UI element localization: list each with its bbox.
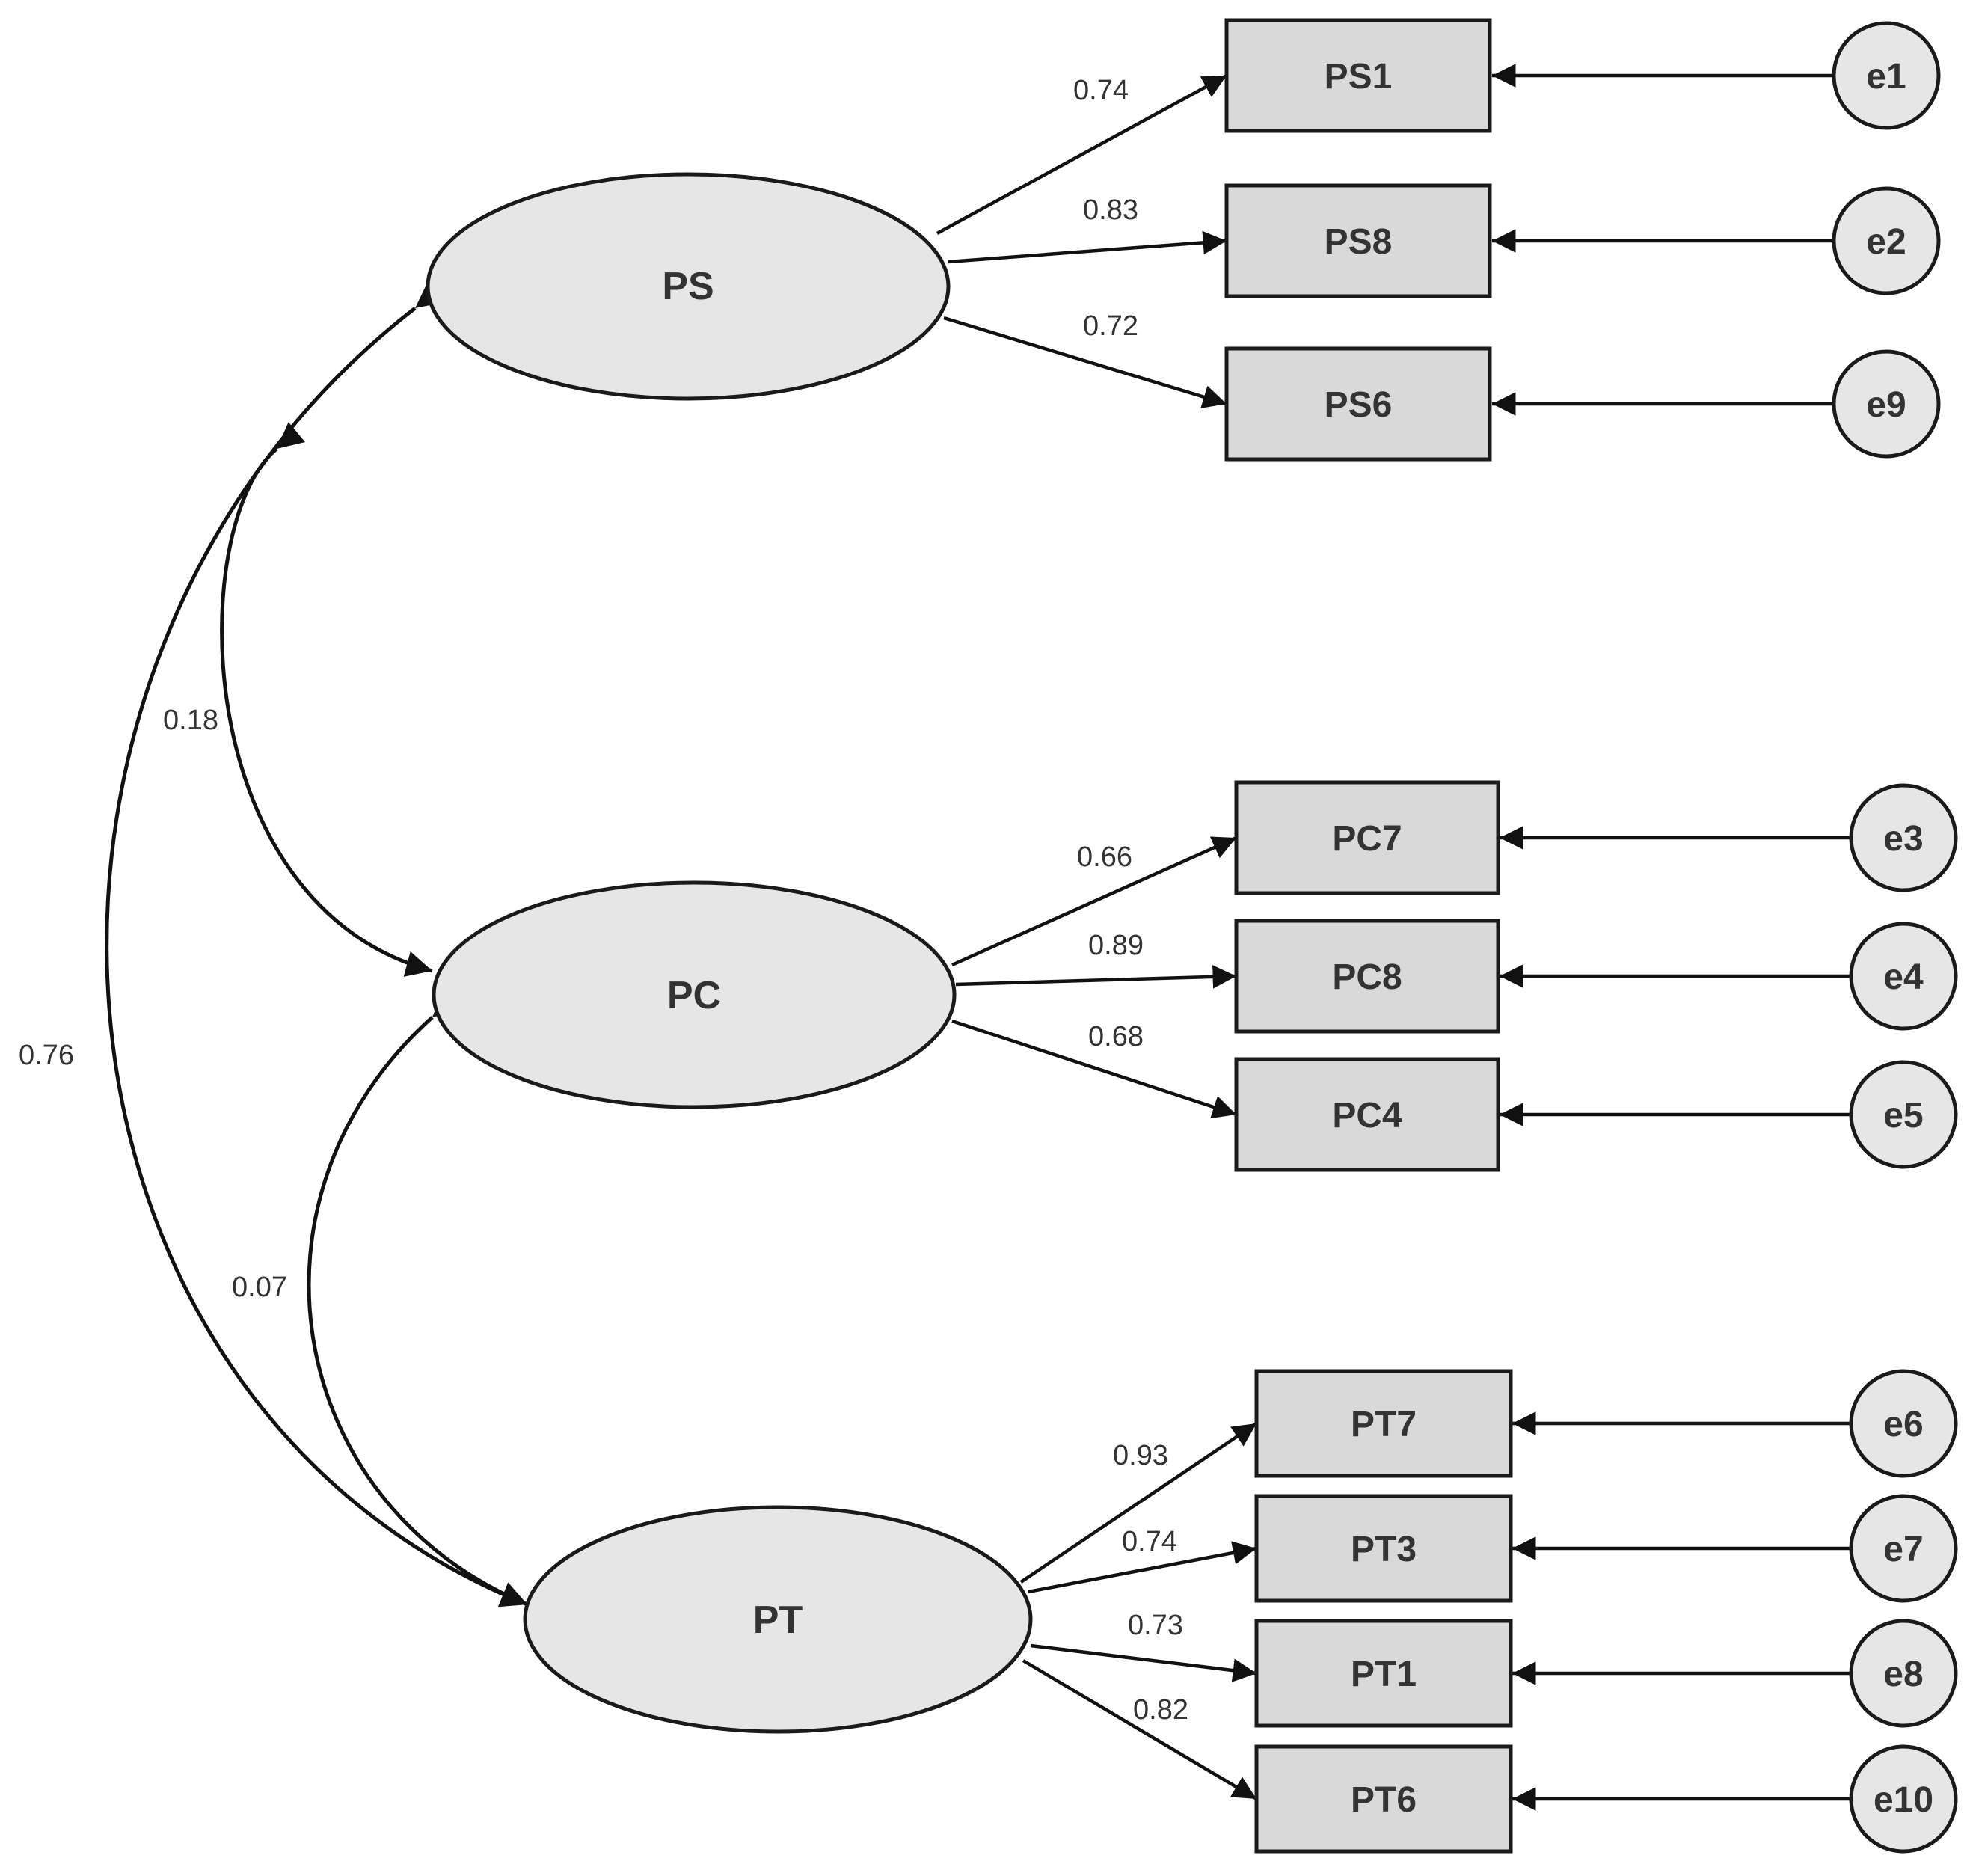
- loading-path-pc7: [951, 836, 1237, 967]
- loading-label-ps1: 0.74: [1073, 75, 1129, 106]
- covariance-pc-pt: [307, 990, 528, 1607]
- indicator-pt6: PT6: [1254, 1744, 1513, 1854]
- error-e7-shape: [1849, 1494, 1958, 1603]
- loading-label-pc8: 0.89: [1088, 930, 1144, 961]
- indicator-ps1-label: PS1: [1325, 57, 1393, 96]
- indicator-pc8-box: [1234, 919, 1500, 1034]
- indicator-pc4-box: [1234, 1057, 1500, 1172]
- loading-label-pt6: 0.82: [1133, 1694, 1188, 1726]
- error-e8-label: e8: [1883, 1655, 1923, 1694]
- indicator-pt6-box: [1254, 1744, 1513, 1854]
- indicator-pt7-label: PT7: [1351, 1405, 1417, 1444]
- error-e7-label: e7: [1883, 1530, 1923, 1569]
- loading-label-pc4: 0.68: [1088, 1021, 1144, 1052]
- indicator-ps6: PS6: [1224, 346, 1492, 462]
- indicator-ps8: PS8: [1224, 183, 1492, 298]
- loading-label-pt7: 0.93: [1113, 1440, 1168, 1471]
- error-e8: e8: [1849, 1619, 1958, 1728]
- indicator-pt7-box: [1254, 1369, 1513, 1478]
- error-e3-label: e3: [1883, 819, 1923, 859]
- indicator-pt1-box: [1254, 1619, 1513, 1728]
- indicator-pc8-label: PC8: [1332, 957, 1402, 997]
- error-e5-shape: [1849, 1060, 1958, 1169]
- indicator-pc7-box: [1234, 780, 1500, 895]
- loading-label-ps6: 0.72: [1083, 310, 1138, 342]
- indicator-pc4-label: PC4: [1332, 1096, 1402, 1135]
- loading-path-pt3: [1028, 1541, 1257, 1594]
- error-e5: e5: [1849, 1060, 1958, 1169]
- indicator-pc7: PC7: [1234, 780, 1500, 895]
- error-e7: e7: [1849, 1494, 1958, 1603]
- loading-paths: [936, 74, 1258, 1800]
- covariance-label-ps-pt: 0.76: [19, 1040, 74, 1071]
- error-e1-label: e1: [1866, 57, 1906, 96]
- loading-path-ps1: [936, 74, 1228, 235]
- loading-path-pt7: [1019, 1422, 1258, 1584]
- loading-path-pc8: [955, 965, 1237, 989]
- latent-pc-shape: [432, 880, 957, 1109]
- loading-path-ps6: [943, 316, 1227, 408]
- error-e4-label: e4: [1883, 957, 1924, 997]
- indicator-pt3-box: [1254, 1494, 1513, 1603]
- covariance-label-pc-pt: 0.07: [232, 1272, 287, 1303]
- latent-pt: PT: [523, 1505, 1033, 1734]
- covariance-ps-pc: [220, 422, 433, 977]
- indicator-ps1: PS1: [1224, 18, 1492, 133]
- error-e2-label: e2: [1866, 222, 1906, 262]
- error-e9: e9: [1832, 349, 1941, 459]
- error-e2-shape: [1832, 186, 1941, 295]
- error-e1: e1: [1832, 21, 1941, 130]
- error-e4: e4: [1849, 922, 1958, 1031]
- indicator-pt7: PT7: [1254, 1369, 1513, 1478]
- indicator-pc8: PC8: [1234, 919, 1500, 1034]
- indicator-pt3: PT3: [1254, 1494, 1513, 1603]
- indicator-pt3-label: PT3: [1351, 1530, 1417, 1569]
- error-e6-label: e6: [1883, 1405, 1923, 1444]
- indicator-pt1: PT1: [1254, 1619, 1513, 1728]
- indicator-ps8-box: [1224, 183, 1492, 298]
- latent-ps: PS: [426, 172, 951, 401]
- loading-label-pt3: 0.74: [1122, 1526, 1177, 1557]
- loading-label-ps8: 0.83: [1083, 194, 1138, 226]
- error-paths: [1492, 64, 1851, 1811]
- latent-pt-label: PT: [753, 1598, 803, 1642]
- loading-label-pt1: 0.73: [1128, 1610, 1183, 1641]
- loading-label-pc7: 0.66: [1077, 842, 1132, 873]
- loading-path-pc4: [951, 1019, 1237, 1119]
- error-e2: e2: [1832, 186, 1941, 295]
- latent-pc: PC: [432, 880, 957, 1109]
- error-e3: e3: [1849, 783, 1958, 892]
- loading-path-ps8: [948, 230, 1227, 264]
- error-e10: e10: [1849, 1744, 1958, 1854]
- error-e5-label: e5: [1883, 1096, 1923, 1135]
- indicator-ps1-box: [1224, 18, 1492, 133]
- error-e3-shape: [1849, 783, 1958, 892]
- indicator-ps6-label: PS6: [1325, 385, 1393, 425]
- indicator-pc4: PC4: [1234, 1057, 1500, 1172]
- error-e9-label: e9: [1866, 385, 1906, 425]
- error-e10-label: e10: [1874, 1780, 1933, 1820]
- error-e6: e6: [1849, 1369, 1958, 1478]
- covariance-label-ps-pc: 0.18: [163, 705, 218, 736]
- latent-ps-shape: [426, 172, 951, 401]
- error-e10-shape: [1849, 1744, 1958, 1854]
- error-e4-shape: [1849, 922, 1958, 1031]
- loading-path-pt6: [1022, 1659, 1258, 1800]
- error-e1-shape: [1832, 21, 1941, 130]
- covariance-paths: [105, 281, 528, 1607]
- indicator-pt6-label: PT6: [1351, 1780, 1417, 1820]
- error-e8-shape: [1849, 1619, 1958, 1728]
- error-e9-shape: [1832, 349, 1941, 459]
- latent-pt-shape: [523, 1505, 1033, 1734]
- indicator-ps6-box: [1224, 346, 1492, 462]
- latent-ps-label: PS: [662, 265, 714, 308]
- latent-pc-label: PC: [667, 974, 721, 1017]
- indicator-pc7-label: PC7: [1332, 819, 1402, 859]
- covariance-ps-pt: [105, 281, 528, 1607]
- indicator-ps8-label: PS8: [1325, 222, 1393, 262]
- loading-path-pt1: [1030, 1643, 1257, 1682]
- indicator-pt1-label: PT1: [1351, 1655, 1417, 1694]
- error-e6-shape: [1849, 1369, 1958, 1478]
